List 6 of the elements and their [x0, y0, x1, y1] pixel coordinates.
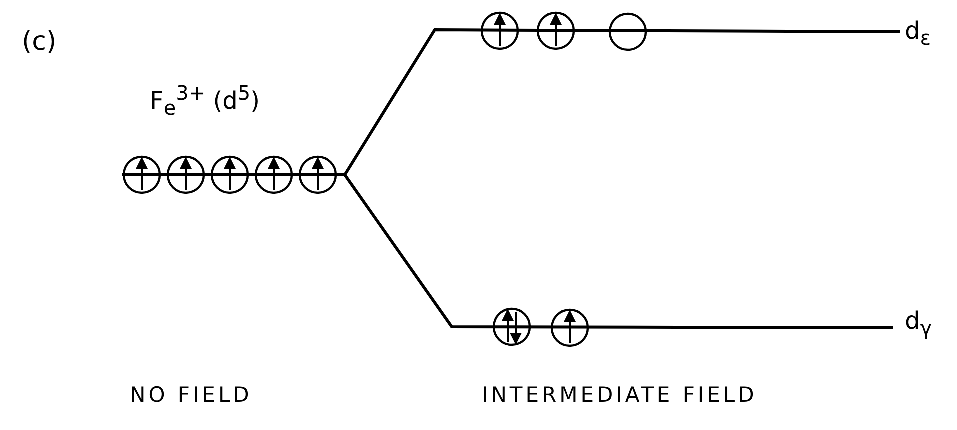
- level-label: d$_{ε}$: [905, 18, 932, 49]
- field-caption: NO FIELD: [130, 384, 252, 408]
- level-label: d$_{γ}$: [905, 308, 932, 339]
- field-caption: INTERMEDIATE FIELD: [482, 384, 758, 408]
- ion-label: F$_{e}$$^{3+}$ (d$^{5}$): [150, 82, 260, 119]
- panel-label: (c): [22, 28, 57, 57]
